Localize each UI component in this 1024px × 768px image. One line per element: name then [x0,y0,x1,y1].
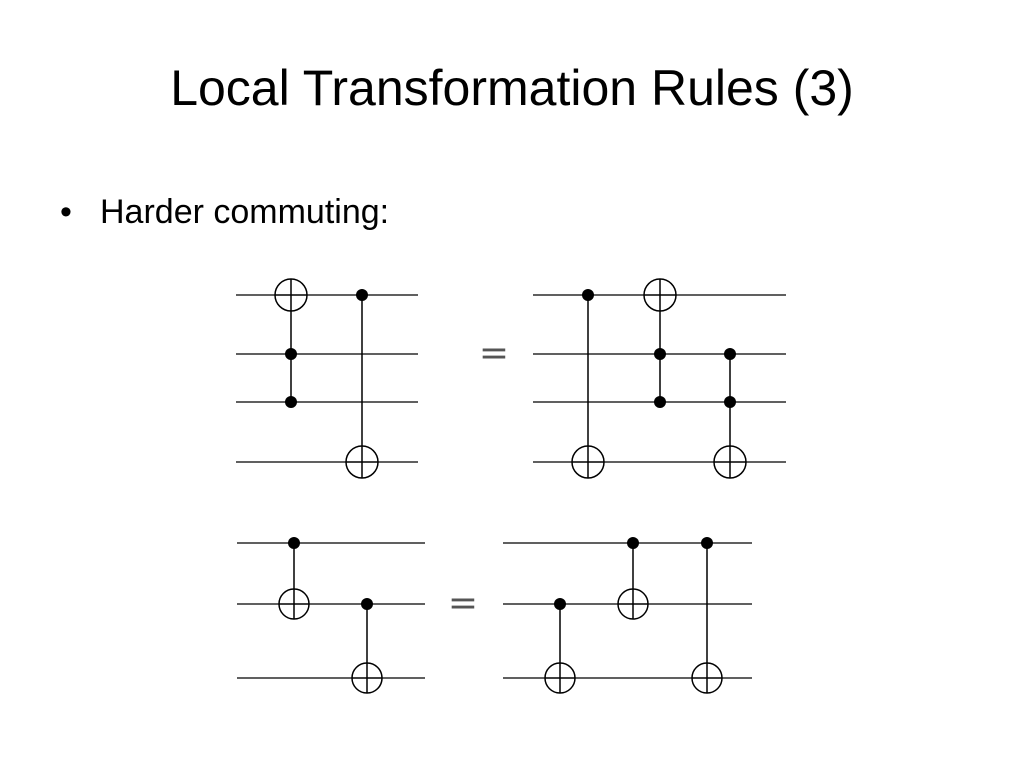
identity-1-rhs-gate-2-control-2 [654,396,666,408]
identity-2-lhs-gate-2-control-1 [361,598,373,610]
identity-2-lhs-gate-1-control-1 [288,537,300,549]
identity-2-rhs-gate-2-control-1 [627,537,639,549]
identity-1-lhs-gate-1-control-1 [285,348,297,360]
identity-1-lhs-gate-2-control-1 [356,289,368,301]
identity-1-rhs-gate-1-control-1 [582,289,594,301]
identity-1-rhs-gate-2-control-1 [654,348,666,360]
bullet-dot: • [60,193,72,231]
identity-1-equals-sign: = [479,333,509,374]
bullet-item: • Harder commuting: [60,192,389,233]
identity-1-lhs-gate-1-control-2 [285,396,297,408]
identity-2-rhs-gate-1-control-1 [554,598,566,610]
bullet-text: Harder commuting: [100,193,390,231]
identity-1-rhs-gate-3-control-2 [724,396,736,408]
slide-title: Local Transformation Rules (3) [170,60,854,116]
identity-1-rhs-gate-3-control-1 [724,348,736,360]
identity-2-rhs-gate-3-control-1 [701,537,713,549]
identity-2-equals-sign: = [448,583,478,624]
